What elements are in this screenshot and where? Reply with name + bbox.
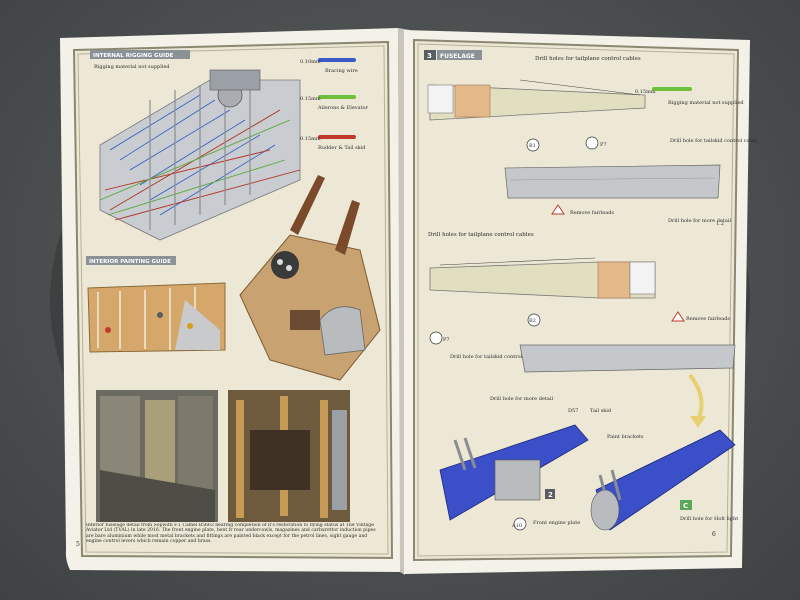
svg-text:Rigging material not supplied: Rigging material not supplied: [94, 64, 170, 70]
legend-item-ailerons: 0.15mm Ailerons & Elevator: [300, 95, 369, 111]
svg-text:0.15mm: 0.15mm: [300, 96, 321, 102]
rigging-not-supplied: Rigging material not supplied: [668, 100, 744, 106]
fuselage-grey-mid: [519, 344, 736, 373]
note-drill-tailskid-top: Drill hole for tailskid control cable: [670, 138, 757, 144]
part-p7-top: P7: [585, 136, 607, 150]
svg-text:2: 2: [548, 491, 553, 499]
svg-text:B1: B1: [529, 143, 536, 149]
right-page-number: 6: [712, 531, 716, 538]
note-drill-tailplane-top: Drill holes for tailplane control cables: [535, 56, 641, 62]
svg-text:Rudder & Tail skid: Rudder & Tail skid: [318, 145, 366, 151]
note-remove-fairleads-mid: Remove fairleads: [686, 316, 730, 322]
fuselage-step-header: 3 FUSELAGE: [424, 50, 482, 60]
note-drill-more-detail-top: Drill hole for more detail: [668, 218, 731, 224]
label-front-engine-plate: Front engine plate: [533, 520, 580, 526]
part-d57: D57: [568, 408, 578, 414]
svg-text:INTERIOR PAINTING GUIDE: INTERIOR PAINTING GUIDE: [89, 259, 171, 265]
note-drill-tailskid-mid: Drill hole for tailskid control cable: [450, 354, 537, 360]
note-remove-fairleads-top: Remove fairleads: [570, 210, 614, 216]
label-paint-brackets: Paint brackets: [607, 434, 644, 440]
interior-side-drawing: [87, 282, 226, 353]
fuselage-blue-left: [439, 424, 589, 521]
drill-size-1-2: 1.2: [716, 221, 724, 227]
svg-text:Ailerons & Elevator: Ailerons & Elevator: [317, 105, 369, 111]
part-a10: A10: [511, 517, 527, 531]
svg-text:P7: P7: [443, 337, 450, 343]
fuselage-mid-drawing: [429, 257, 656, 299]
svg-text:0.10mm: 0.10mm: [300, 59, 321, 65]
part-p7-mid: P7: [429, 331, 450, 345]
part-b1: B1: [526, 138, 540, 152]
sub-assembly-2: 2: [545, 489, 555, 499]
label-tail-skid: Tail skid: [590, 408, 612, 414]
svg-text:FUSELAGE: FUSELAGE: [440, 53, 475, 60]
rigging-guide-header: INTERNAL RIGGING GUIDE Rigging material …: [90, 50, 190, 70]
left-page: INTERNAL RIGGING GUIDE Rigging material …: [60, 28, 402, 572]
rigging-size-note: 0.15mm: [635, 89, 656, 95]
svg-text:C: C: [683, 502, 688, 510]
legend-item-rudder: 0.15mm Rudder & Tail skid: [300, 135, 366, 151]
rigging-frame-drawing: [99, 69, 301, 241]
fuselage-top-drawing: [427, 79, 646, 121]
sub-assembly-c: C: [680, 500, 692, 510]
interior-photo-2: [228, 390, 350, 522]
rigging-legend: 0.10mm Bracing wire 0.15mm Ailerons & El…: [300, 58, 369, 151]
note-drill-more-detail-mid: Drill hole for more detail: [490, 396, 553, 402]
svg-text:3: 3: [427, 52, 432, 60]
cockpit-drawing: [239, 175, 381, 381]
interior-photo-1: [96, 390, 218, 522]
photo-caption: Interior fuselage detail from Sopwith F.…: [86, 523, 376, 544]
rigging-material-swatch: [652, 87, 692, 91]
note-drill-tailplane-mid: Drill holes for tailplane control cables: [428, 232, 534, 238]
fuselage-grey-top: [504, 164, 721, 199]
svg-text:A10: A10: [511, 523, 522, 529]
svg-text:INTERNAL RIGGING GUIDE: INTERNAL RIGGING GUIDE: [93, 53, 174, 59]
svg-text:P7: P7: [600, 142, 607, 148]
left-page-number: 5: [76, 541, 80, 548]
svg-text:Bracing wire: Bracing wire: [325, 68, 358, 74]
note-drill-holt-light: Drill hole for Holt light: [680, 516, 738, 522]
legend-item-bracing: 0.10mm Bracing wire: [300, 58, 358, 74]
svg-text:B2: B2: [529, 318, 536, 324]
fuselage-blue-right: [590, 429, 736, 531]
right-page: 3 FUSELAGE Drill holes for tailplane con…: [404, 30, 757, 574]
painting-guide-header: INTERIOR PAINTING GUIDE: [86, 256, 176, 265]
part-b2: B2: [527, 313, 541, 327]
svg-text:0.15mm: 0.15mm: [300, 136, 321, 142]
